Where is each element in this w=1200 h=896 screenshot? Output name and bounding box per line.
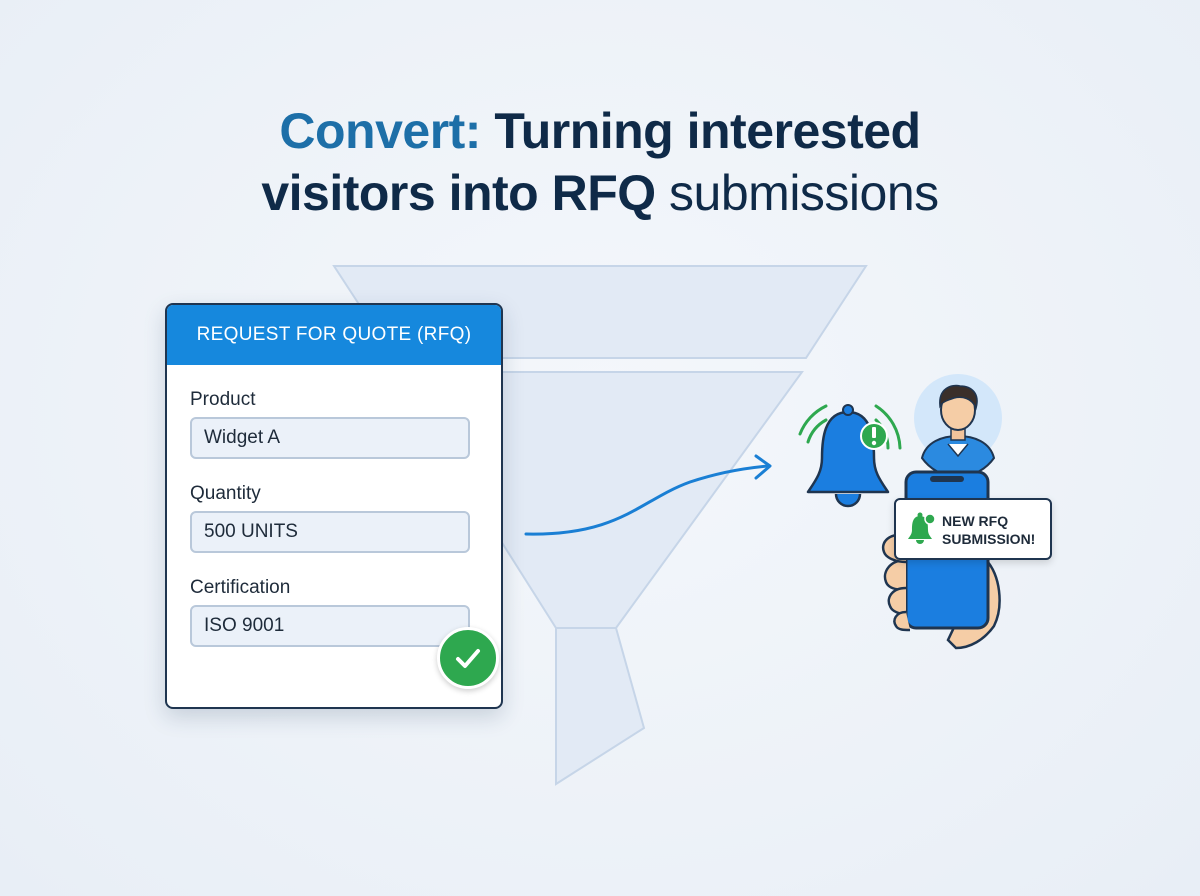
rfq-form-card: REQUEST FOR QUOTE (RFQ) Product Widget A… <box>165 303 503 709</box>
title-line-2: visitors into RFQ submissions <box>0 162 1200 224</box>
product-field[interactable]: Widget A <box>190 417 470 459</box>
page-title: Convert: Turning interested visitors int… <box>0 100 1200 224</box>
notification-line-1: NEW RFQ <box>942 513 1009 529</box>
avatar-icon <box>914 374 1002 478</box>
certification-field[interactable]: ISO 9001 <box>190 605 470 647</box>
certification-label: Certification <box>190 577 291 598</box>
notification-line-2: SUBMISSION! <box>942 531 1036 547</box>
new-rfq-notification[interactable]: NEW RFQ SUBMISSION! <box>894 498 1052 560</box>
check-icon <box>437 627 499 689</box>
title-line-1-rest: Turning interested <box>494 103 921 159</box>
notification-text: NEW RFQ SUBMISSION! <box>942 512 1052 548</box>
title-line-2-light: submissions <box>669 165 939 221</box>
quantity-field[interactable]: 500 UNITS <box>190 511 470 553</box>
rfq-form-title: REQUEST FOR QUOTE (RFQ) <box>167 305 501 365</box>
quantity-label: Quantity <box>190 483 261 504</box>
funnel-spout <box>555 627 646 786</box>
arrow-head-icon <box>754 454 772 480</box>
title-line-1: Convert: Turning interested <box>0 100 1200 162</box>
bell-icon <box>798 404 902 508</box>
title-accent: Convert: <box>279 103 481 159</box>
product-label: Product <box>190 389 256 410</box>
flow-arrow-icon <box>524 464 770 536</box>
alert-icon <box>860 422 888 450</box>
notification-bell-icon <box>908 512 936 544</box>
title-line-2-bold: visitors into RFQ <box>261 165 656 221</box>
